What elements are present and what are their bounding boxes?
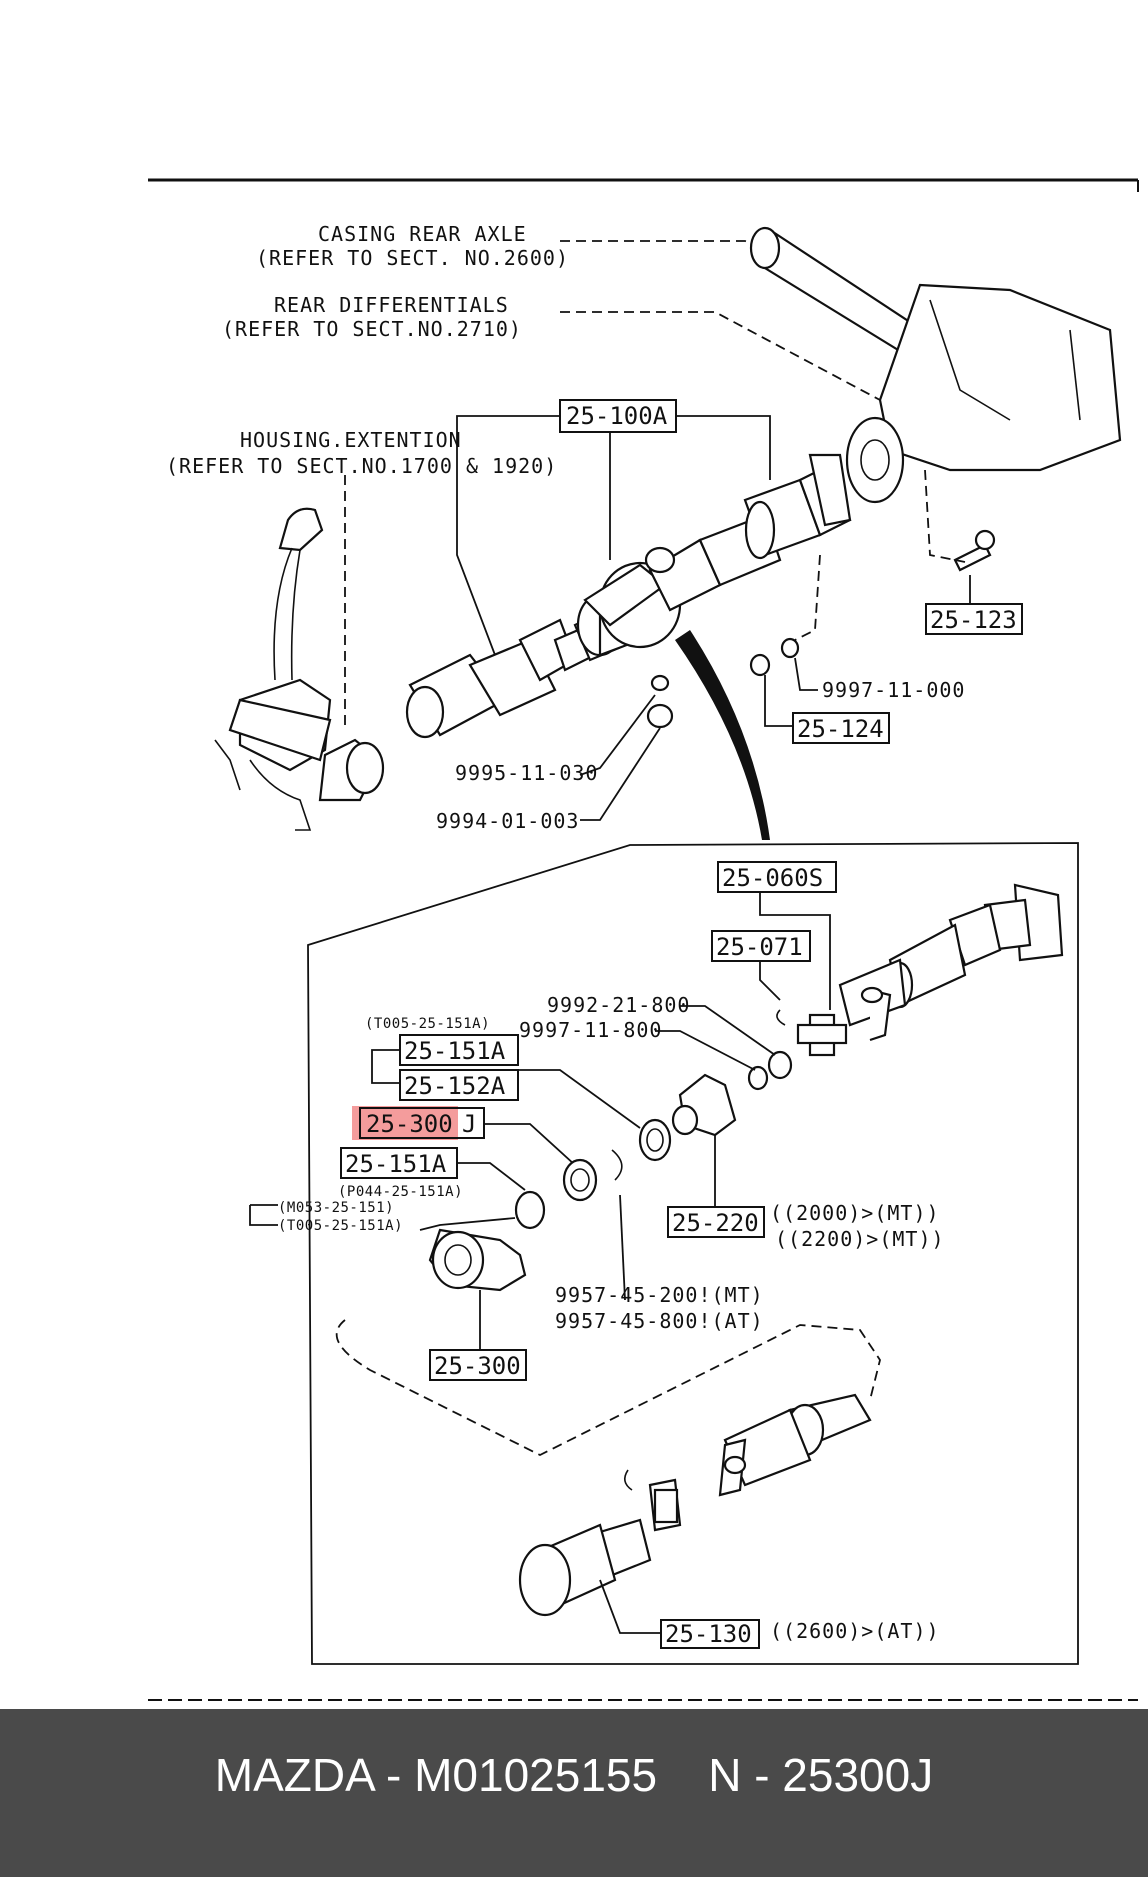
part-25-220-note-1: ((2000)>(MT)): [770, 1201, 940, 1225]
part-p044: (P044-25-151A): [338, 1184, 463, 1200]
part-m053: (M053-25-151): [278, 1200, 394, 1216]
detail-frame: [307, 842, 1079, 1665]
nut-icon: [767, 1050, 793, 1080]
part-box-25-300J: [359, 1107, 485, 1139]
nut-icon: [646, 703, 674, 729]
washer-icon: [650, 674, 670, 692]
part-box-25-060S: [717, 861, 837, 893]
snap-ring-icon: [776, 1009, 786, 1026]
yoke-25-220: [671, 1073, 737, 1137]
bearing-25-300J: [562, 1158, 598, 1202]
part-9994-01-003: 9994-01-003: [436, 809, 579, 833]
casing-leader: [560, 240, 771, 251]
differential-label-2: (REFER TO SECT.NO.2710): [222, 317, 522, 341]
part-25-151A-top: 25-151A: [404, 1037, 506, 1065]
part-25-071: 25-071: [716, 933, 803, 961]
snap-ring-icon: [611, 1149, 623, 1181]
differential-leader: [560, 311, 881, 401]
part-25-100A: 25-100A: [566, 402, 668, 430]
part-box-25-151A-top: [399, 1034, 519, 1066]
housing-label-1: HOUSING.EXTENTION: [240, 428, 462, 452]
propeller-shaft-at-variant: [518, 1393, 872, 1617]
center-support-bearing-25-300: [428, 1228, 527, 1292]
footer-bar: MAZDA - M01025155 N - 25300J: [0, 1709, 1148, 1877]
snap-ring-icon: [624, 1469, 633, 1491]
part-25-300: 25-300: [434, 1352, 521, 1380]
part-9957-at: 9957-45-800!(AT): [555, 1309, 764, 1333]
part-9992-21-800: 9992-21-800: [547, 993, 690, 1017]
part-9997-11-800: 9997-11-800: [519, 1018, 662, 1042]
part-box-25-152A: [399, 1069, 519, 1101]
nut-icon: [749, 653, 771, 677]
part-box-25-300: [429, 1349, 527, 1381]
part-25-130: 25-130: [665, 1620, 752, 1648]
bolt-25-123: [953, 529, 996, 572]
differential-label-1: REAR DIFFERENTIALS: [274, 293, 509, 317]
rear-differential: [845, 283, 1122, 504]
spacer-icon: [514, 1190, 546, 1230]
part-box-25-071: [711, 930, 811, 962]
part-25-300J-suffix: J: [462, 1110, 476, 1138]
part-t005-151A-b: (T005-25-151A): [278, 1218, 403, 1234]
part-25-123: 25-123: [930, 606, 1017, 634]
propeller-shaft-detail: [838, 883, 1064, 1042]
part-25-060S: 25-060S: [722, 864, 823, 892]
casing-label-1: CASING REAR AXLE: [318, 222, 527, 246]
detail-arrow: [675, 630, 770, 840]
part-box-25-123: [925, 603, 1023, 635]
highlight-25-300J: [352, 1106, 458, 1140]
part-9997-11-000: 9997-11-000: [822, 678, 965, 702]
part-box-25-124: [792, 712, 890, 744]
part-25-124: 25-124: [797, 715, 884, 743]
part-box-25-130: [660, 1619, 760, 1649]
part-box-25-151A-lower: [340, 1147, 458, 1179]
part-25-151A-lower: 25-151A: [345, 1150, 447, 1178]
part-25-220: 25-220: [672, 1209, 759, 1237]
part-9957-mt: 9957-45-200!(MT): [555, 1283, 764, 1307]
washer-icon: [747, 1065, 769, 1091]
transmission-shifter: [214, 507, 385, 831]
part-9995-11-030: 9995-11-030: [455, 761, 598, 785]
part-t005-151A: (T005-25-151A): [365, 1016, 490, 1032]
propeller-shaft-upper: [405, 453, 852, 739]
universal-joint-cross: [796, 1013, 848, 1057]
part-25-130-note: ((2600)>(AT)): [770, 1619, 940, 1643]
part-25-220-note-2: ((2200)>(MT)): [775, 1227, 945, 1251]
footer-part-number: MAZDA - M01025155 N - 25300J: [214, 1749, 934, 1801]
housing-label-2: (REFER TO SECT.NO.1700 & 1920): [166, 454, 557, 478]
washer-icon: [780, 637, 800, 659]
part-25-152A: 25-152A: [404, 1072, 506, 1100]
at-variant-outline: [335, 1319, 881, 1457]
part-25-300J: 25-300: [366, 1110, 453, 1138]
casing-label-2: (REFER TO SECT. NO.2600): [256, 246, 569, 270]
part-box-25-220: [667, 1206, 765, 1238]
